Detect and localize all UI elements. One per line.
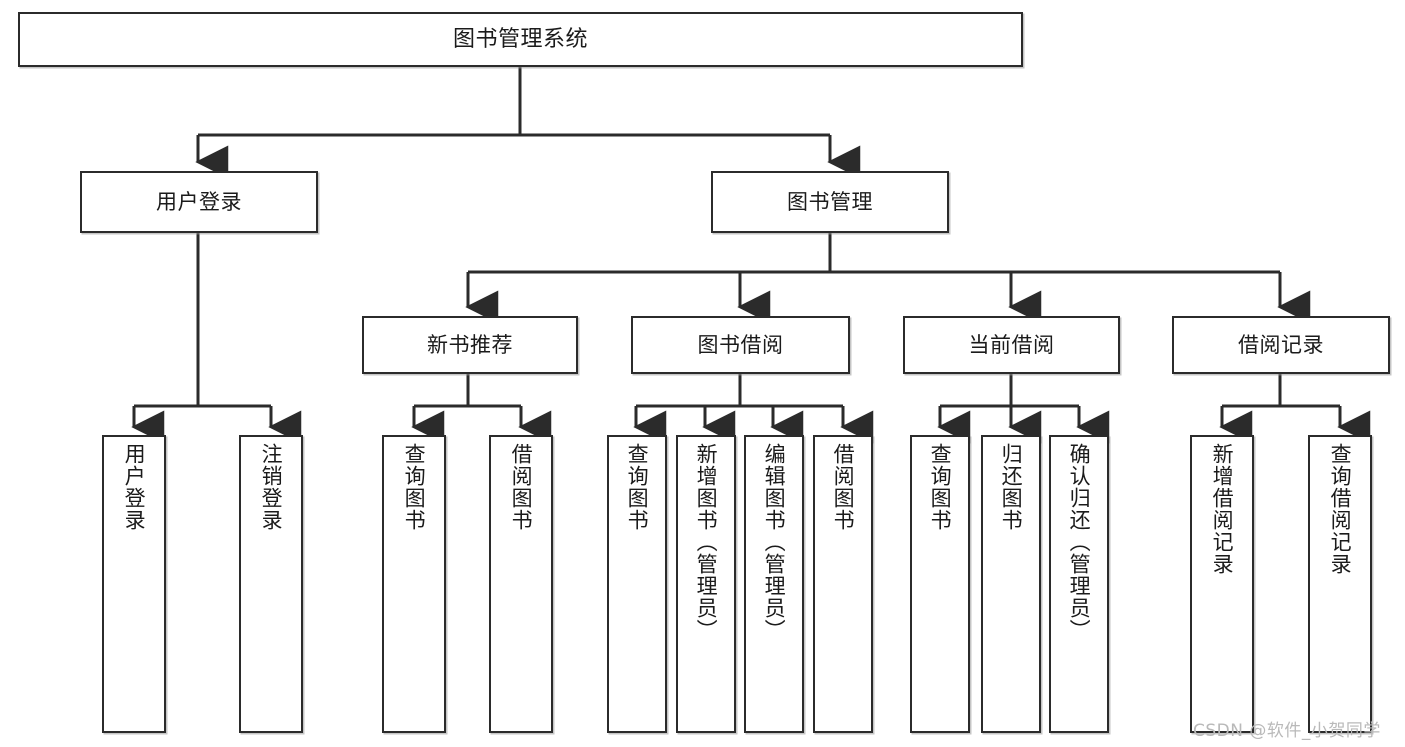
node-leaf-return-book[interactable]: 归还图书 [981,435,1041,733]
node-borrow-record[interactable]: 借阅记录 [1172,316,1390,374]
node-leaf-query-borrow-record[interactable]: 查询借阅记录 [1308,435,1372,733]
node-label: 归还图书 [999,443,1024,531]
node-label: 图书管理 [787,189,873,214]
node-leaf-add-book[interactable]: 新增图书（管理员） [676,435,736,733]
node-label: 用户登录 [122,443,147,531]
node-label: 图书管理系统 [452,26,588,52]
node-label: 查询借阅记录 [1328,443,1353,575]
node-book-borrow[interactable]: 图书借阅 [631,316,850,374]
node-leaf-borrow-book-new[interactable]: 借阅图书 [489,435,553,733]
node-leaf-edit-book[interactable]: 编辑图书（管理员） [744,435,804,733]
node-label: 新书推荐 [427,332,513,357]
node-current-borrow[interactable]: 当前借阅 [903,316,1120,374]
node-label: 确认归还（管理员） [1067,443,1092,641]
node-leaf-query-book-borrow[interactable]: 查询图书 [607,435,667,733]
node-label: 用户登录 [156,189,242,214]
node-new-book-recommend[interactable]: 新书推荐 [362,316,578,374]
node-label: 借阅图书 [509,443,534,531]
node-book-management[interactable]: 图书管理 [711,171,949,233]
csdn-watermark: CSDN @软件_小贺同学 [1193,721,1381,741]
node-label: 借阅图书 [831,443,856,531]
node-leaf-confirm-return[interactable]: 确认归还（管理员） [1049,435,1109,733]
node-label: 查询图书 [402,443,427,531]
node-label: 编辑图书（管理员） [762,443,787,641]
node-label: 新增图书（管理员） [694,443,719,641]
node-user-login[interactable]: 用户登录 [80,171,318,233]
node-label: 图书借阅 [697,332,784,357]
node-leaf-borrow-book[interactable]: 借阅图书 [813,435,873,733]
node-label: 注销登录 [259,443,284,531]
node-label: 当前借阅 [968,332,1055,357]
node-leaf-query-book-new[interactable]: 查询图书 [382,435,446,733]
node-leaf-query-book-current[interactable]: 查询图书 [910,435,970,733]
node-leaf-user-login[interactable]: 用户登录 [102,435,166,733]
node-label: 查询图书 [625,443,650,531]
node-root-book-management-system[interactable]: 图书管理系统 [18,12,1023,67]
node-leaf-add-borrow-record[interactable]: 新增借阅记录 [1190,435,1254,733]
node-label: 查询图书 [928,443,953,531]
node-label: 新增借阅记录 [1210,443,1235,575]
node-leaf-user-logout[interactable]: 注销登录 [239,435,303,733]
node-label: 借阅记录 [1238,332,1324,357]
